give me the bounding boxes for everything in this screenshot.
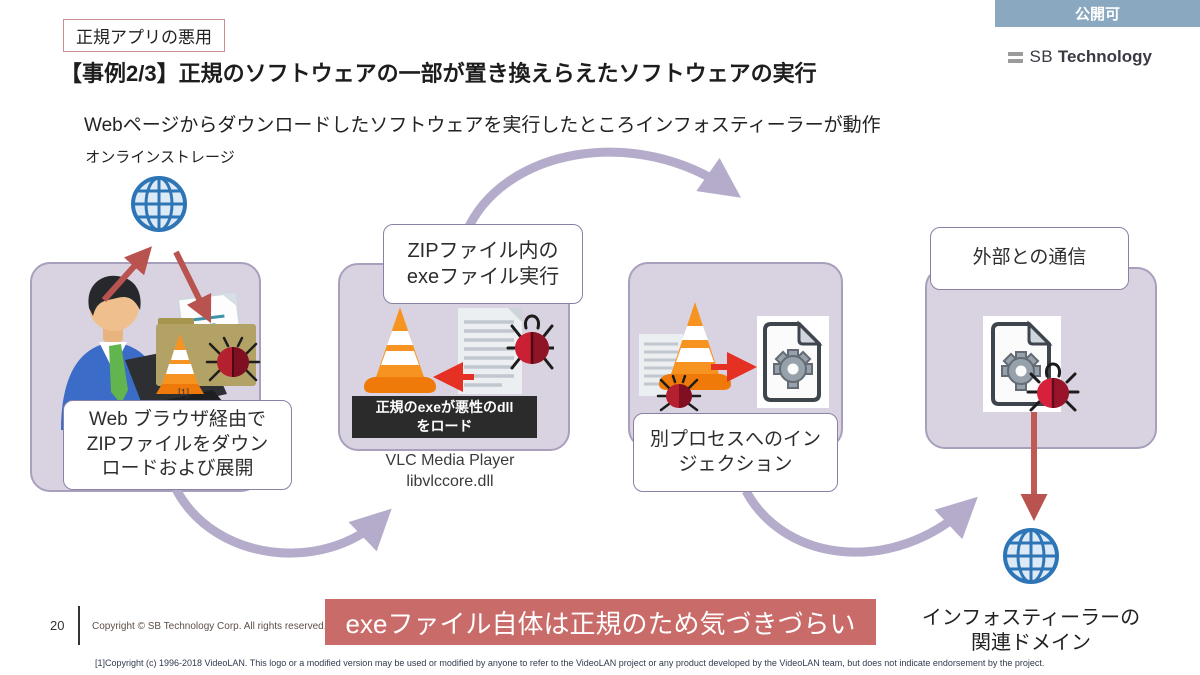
malware-process-file-icon [983, 316, 1080, 412]
infostealer-domain-caption: インフォスティーラーの 関連ドメイン [921, 607, 1141, 654]
footer-divider [78, 606, 80, 645]
injected-process-file-icon [757, 316, 829, 408]
classification-badge: 公開可 [995, 0, 1200, 27]
vlc-process-malware-icon [639, 302, 731, 412]
vlc-caption: VLC Media Player libvlccore.dll [385, 452, 515, 490]
step1-label: Web ブラウザ経由で ZIPファイルをダウン ロードおよび展開 [63, 400, 292, 490]
copyright-text: Copyright © SB Technology Corp. All righ… [92, 621, 327, 632]
step3-label: 別プロセスへのイン ジェクション [633, 413, 838, 492]
subtitle: Webページからダウンロードしたソフトウェアを実行したところインフォスティーラー… [84, 115, 881, 136]
page-number: 20 [50, 618, 65, 633]
step2-label: ZIPファイル内の exeファイル実行 [383, 224, 583, 304]
key-message-banner: exeファイル自体は正規のため気づきづらい [325, 599, 876, 645]
videolan-footnote: [1]Copyright (c) 1996-2018 VideoLAN. Thi… [95, 658, 1045, 668]
logo-prefix: SB [1029, 47, 1054, 66]
step4-label: 外部との通信 [930, 227, 1129, 290]
arc-step2-to-step3 [461, 147, 742, 235]
logo-suffix: Technology [1057, 47, 1152, 66]
footnote-ref: [1] [178, 388, 190, 399]
page-title: 【事例2/3】正規のソフトウェアの一部が置き換えらえたソフトウェアの実行 [60, 61, 817, 86]
vlc-cone-icon [364, 307, 436, 393]
arc-step1-to-step2 [172, 486, 392, 558]
malicious-zip-folder-icon [156, 292, 261, 394]
globe-icon [131, 176, 187, 232]
logo-bars-icon [1008, 51, 1024, 63]
domain-globe-icon [1003, 528, 1059, 584]
step2-note: 正規のexeが悪性のdll をロード [352, 396, 537, 438]
company-logo: SB Technology [1008, 47, 1152, 67]
malicious-dll-document-icon [458, 308, 554, 394]
online-storage-label: オンラインストレージ [85, 149, 235, 166]
arc-step3-to-step4 [742, 488, 978, 557]
category-tag: 正規アプリの悪用 [63, 19, 225, 52]
logo-text: SB Technology [1029, 47, 1152, 67]
